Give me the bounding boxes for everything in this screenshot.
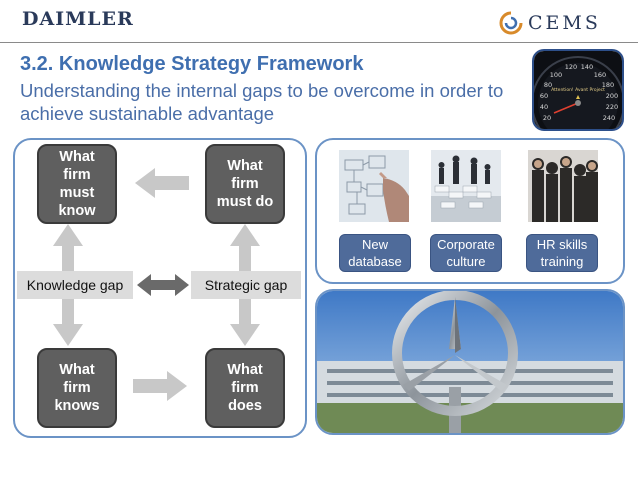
mercedes-star-photo	[315, 289, 625, 435]
new-database-label: New database	[339, 234, 411, 272]
tick-120: 120	[565, 63, 577, 71]
box-what-firm-must-know: What firm must know	[37, 144, 117, 224]
speedometer-image: 120 140 100 160 80 180 60 200 40 220 20 …	[532, 49, 624, 131]
daimler-logo: DAIMLER	[22, 8, 134, 30]
strategic-gap-label: Strategic gap	[191, 271, 301, 299]
slide-title: 3.2. Knowledge Strategy Framework	[20, 53, 363, 76]
arrow-left-icon	[135, 168, 189, 198]
tick-100: 100	[550, 71, 562, 79]
slide-subtitle: Understanding the internal gaps to be ov…	[20, 79, 520, 125]
box-what-firm-knows: What firm knows	[37, 348, 117, 428]
arrow-right-icon	[133, 371, 187, 401]
box-what-firm-must-do: What firm must do	[205, 144, 285, 224]
tick-160: 160	[594, 71, 606, 79]
corporate-culture-label: Corporate culture	[430, 234, 502, 272]
corporate-culture-image	[431, 150, 501, 222]
speedometer-dial-icon: 120 140 100 160 80 180 60 200 40 220 20 …	[534, 51, 622, 129]
knowledge-framework-panel: What firm must know What firm must do Wh…	[13, 138, 307, 438]
tick-40: 40	[540, 103, 548, 111]
knowledge-gap-label: Knowledge gap	[17, 271, 133, 299]
tick-140: 140	[581, 63, 593, 71]
tick-200: 200	[606, 92, 618, 100]
hr-training-image	[528, 150, 598, 222]
cems-logo-text: CEMS	[528, 12, 601, 34]
hr-skills-training-label: HR skills training	[526, 234, 598, 272]
cems-logo: CEMS	[498, 8, 601, 38]
tick-60: 60	[540, 92, 548, 100]
database-image	[339, 150, 409, 222]
speedometer-caption: Attention! Avant Project	[551, 87, 605, 93]
mercedes-star-icon	[317, 291, 623, 433]
tick-20: 20	[543, 114, 551, 122]
initiatives-panel: New database Corporate culture HR skills…	[315, 138, 625, 284]
tick-220: 220	[606, 103, 618, 111]
header-divider	[0, 42, 638, 43]
cems-swirl-icon	[498, 10, 524, 36]
arrow-horizontal-gap-icon	[137, 274, 189, 296]
box-what-firm-does: What firm does	[205, 348, 285, 428]
tick-240: 240	[603, 114, 615, 122]
